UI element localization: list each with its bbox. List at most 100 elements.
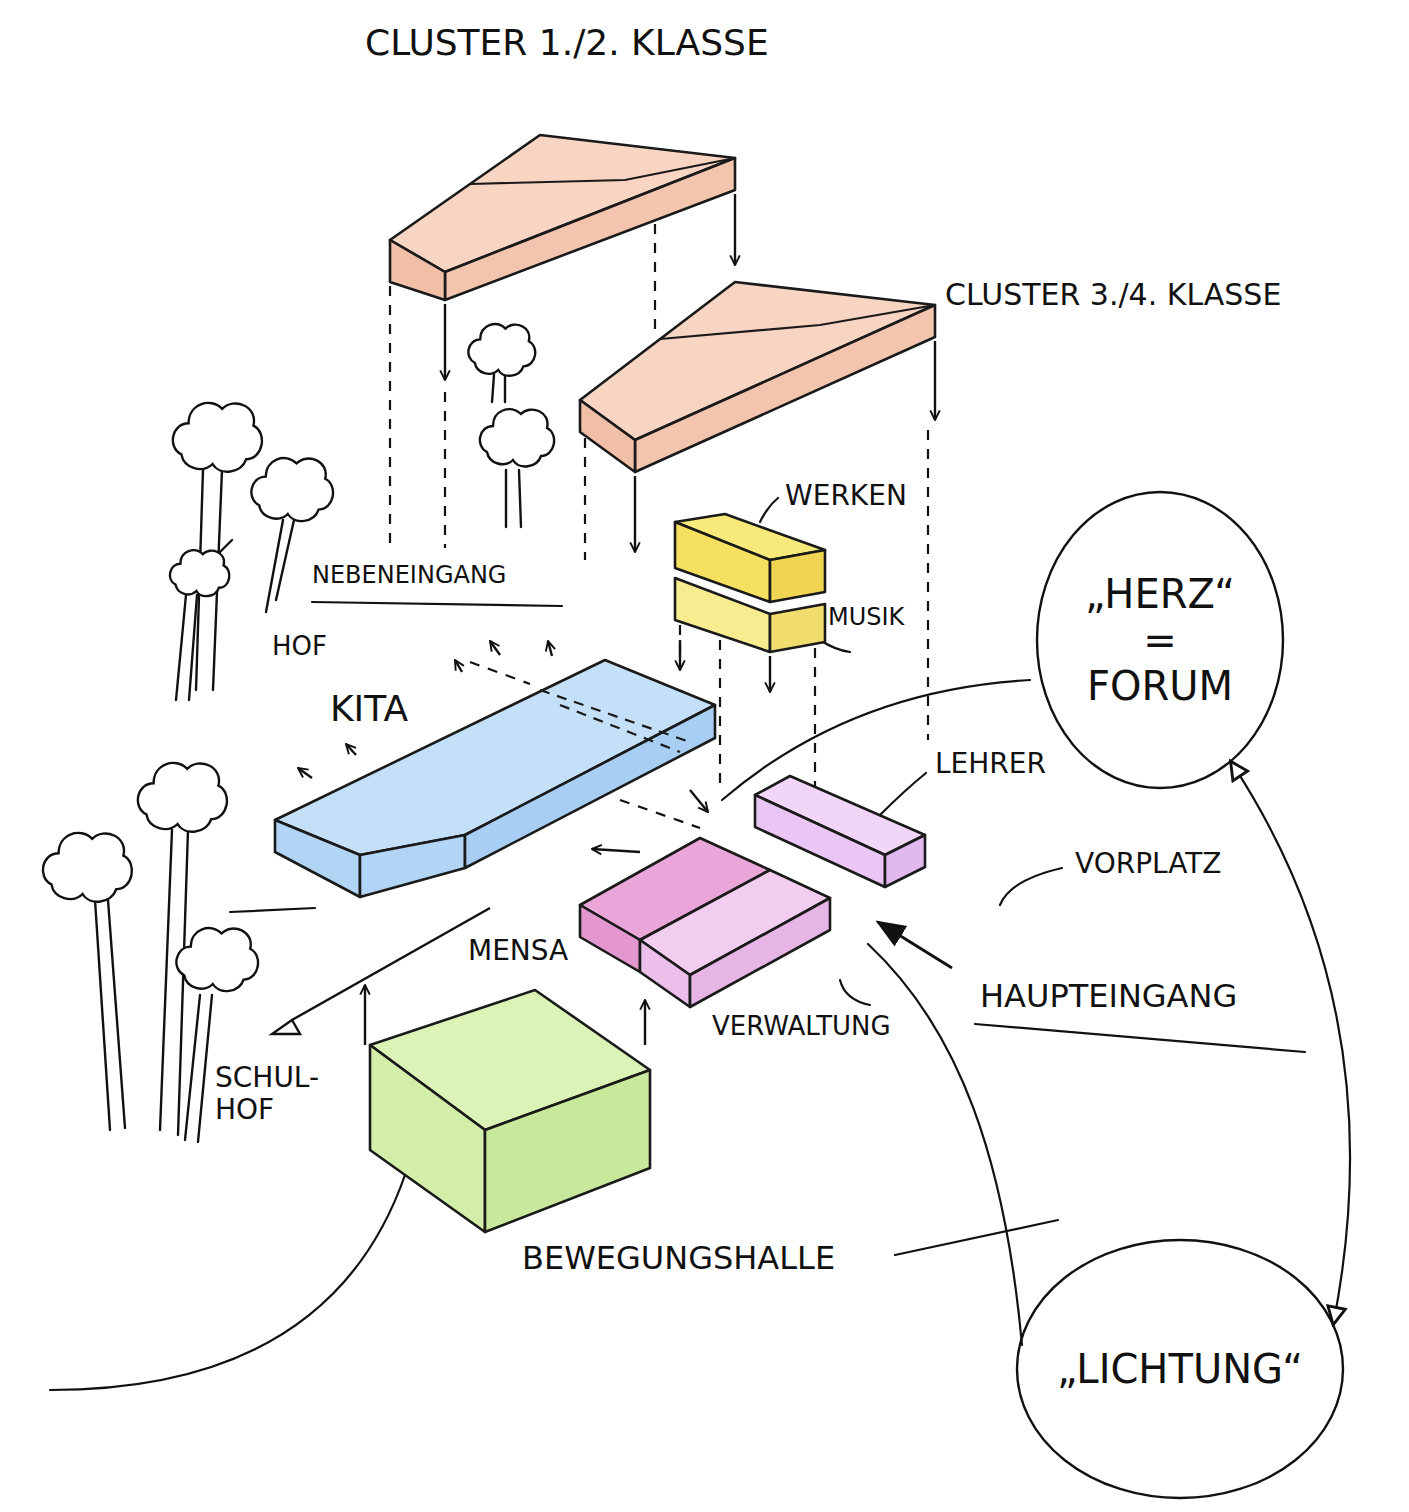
block-shape xyxy=(636,866,834,1011)
sketch-curves xyxy=(975,1024,1305,1052)
projection-dashes xyxy=(620,800,700,828)
drop-arrows xyxy=(734,194,736,265)
sketch-curves xyxy=(50,1175,405,1390)
block-face xyxy=(885,835,925,887)
projection-dashes xyxy=(654,224,656,330)
block-label: CLUSTER 1./2. KLASSE xyxy=(365,22,769,63)
projection-dashes xyxy=(444,392,446,548)
tree-crowns xyxy=(43,833,132,902)
drop-arrows xyxy=(769,656,771,692)
block-label: MUSIK xyxy=(828,604,904,632)
outline-ellipse xyxy=(1037,492,1283,788)
projection-dashes xyxy=(814,648,816,792)
curved-arrow xyxy=(1231,761,1351,1325)
tree-trunks xyxy=(160,830,188,1135)
drop-arrows xyxy=(298,194,935,1045)
circle-label: „LICHTUNG“ xyxy=(1025,1346,1335,1392)
forum-circle: „HERZ“ = FORUM xyxy=(1035,490,1285,790)
block-label: LEHRER xyxy=(935,748,1046,780)
drop-arrows xyxy=(592,849,640,852)
tree-trunks xyxy=(176,595,197,700)
tree-trunks xyxy=(506,470,521,527)
main-entrance-arrow xyxy=(878,922,952,968)
block-face xyxy=(370,1045,485,1232)
circle-label: „HERZ“ = FORUM xyxy=(1074,571,1246,709)
block-shape xyxy=(576,278,939,476)
tree-crowns xyxy=(468,324,535,376)
tree-crowns xyxy=(170,550,229,596)
schoolyard-arrow xyxy=(272,1020,300,1034)
cluster-block: CLUSTER 1./2. KLASSE xyxy=(386,131,739,304)
projection-dashes xyxy=(470,662,530,684)
sketch-curves xyxy=(230,908,315,912)
sketch-curves xyxy=(840,980,870,1005)
sketch-curves xyxy=(312,602,562,606)
tree-crowns xyxy=(138,763,227,832)
sketch-curves xyxy=(895,1220,1058,1255)
drop-arrows xyxy=(644,1000,646,1045)
block-shape xyxy=(386,131,739,304)
area-label: NEBENEINGANG xyxy=(312,562,506,590)
sketch-curves xyxy=(722,680,1030,800)
tree-crowns xyxy=(480,409,554,466)
sketch-curves xyxy=(1000,868,1062,905)
tree-crowns xyxy=(251,458,333,521)
room-block: VERWALTUNG xyxy=(636,866,834,1011)
schoolyard-arrow xyxy=(292,908,490,1020)
block-face xyxy=(675,578,770,652)
clearing-circle: „LICHTUNG“ xyxy=(1015,1238,1345,1500)
drop-arrows xyxy=(679,640,681,670)
block-edge xyxy=(540,690,690,742)
drop-arrows xyxy=(364,985,366,1045)
drop-arrows xyxy=(690,790,708,812)
block-face xyxy=(390,240,445,300)
drop-arrows xyxy=(634,476,636,552)
tree-trunks xyxy=(266,520,294,612)
block-label: CLUSTER 3./4. KLASSE xyxy=(945,278,1281,313)
sketch-curves xyxy=(880,773,926,815)
cluster-block: CLUSTER 3./4. KLASSE xyxy=(576,278,939,476)
room-block: MUSIK xyxy=(671,574,829,656)
block-face xyxy=(770,604,825,652)
block-label: BEWEGUNGSHALLE xyxy=(522,1240,835,1277)
tree-trunks xyxy=(492,375,505,402)
block-label: MENSA xyxy=(468,935,568,967)
tree-trunks xyxy=(95,900,125,1130)
hall-block: BEWEGUNGSHALLE xyxy=(366,986,654,1236)
drop-arrows xyxy=(455,660,462,672)
drop-arrows xyxy=(444,304,446,380)
block-face xyxy=(635,305,935,472)
drop-arrows xyxy=(298,768,312,778)
block-face xyxy=(275,820,360,897)
sketch-curves xyxy=(760,498,778,522)
tree-crowns xyxy=(43,324,554,991)
tree-crowns xyxy=(176,928,258,991)
area-label: HOF xyxy=(272,632,327,662)
area-label: HAUPTEINGANG xyxy=(980,978,1237,1015)
drop-arrows xyxy=(346,744,356,755)
main-entrance-arrow xyxy=(878,922,952,968)
drop-arrows xyxy=(548,641,552,656)
block-face xyxy=(445,158,735,300)
drop-arrows xyxy=(490,641,500,655)
block-label: VERWALTUNG xyxy=(712,1012,891,1042)
area-label: SCHUL- HOF xyxy=(215,1062,355,1126)
block-edge xyxy=(660,305,935,339)
block-face xyxy=(360,835,465,897)
block-label: WERKEN xyxy=(785,480,907,512)
block-edge xyxy=(470,158,735,184)
projection-dashes xyxy=(584,438,586,560)
block-face xyxy=(580,905,640,972)
projection-dashes xyxy=(389,286,391,548)
block-edge xyxy=(560,705,680,752)
block-face xyxy=(485,1070,650,1232)
block-face xyxy=(465,705,715,868)
block-face xyxy=(770,550,825,602)
area-label: VORPLATZ xyxy=(1075,848,1222,880)
tree-crowns xyxy=(173,403,262,472)
block-face xyxy=(640,940,690,1007)
